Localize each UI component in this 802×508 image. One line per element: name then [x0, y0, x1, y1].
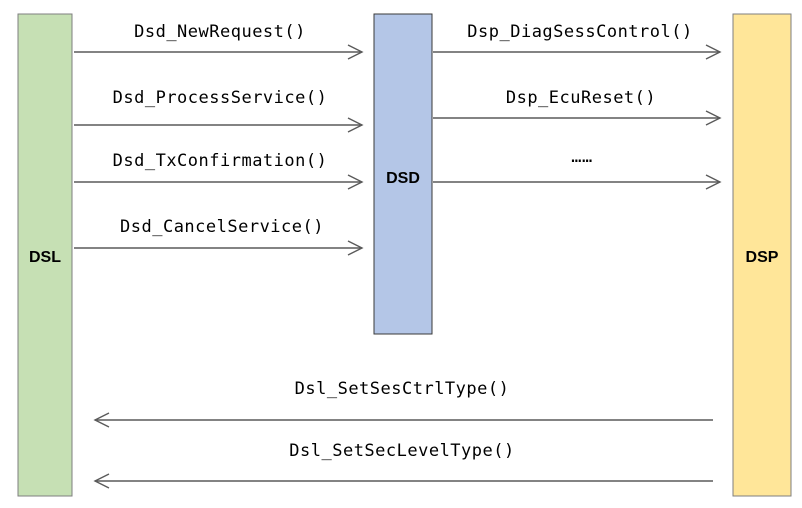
call-label-ellipsis: ……: [571, 147, 592, 167]
dsp-label: DSP: [746, 249, 779, 266]
call-arrow-cancel-service: [74, 240, 364, 256]
call-arrow-tx-confirmation: [74, 174, 364, 190]
dsl-label: DSL: [29, 249, 61, 266]
call-arrow-set-sec-level-type: [93, 473, 713, 489]
dsd-to-dsp-calls: Dsp_DiagSessControl() Dsp_EcuReset() ……: [433, 22, 722, 190]
call-arrow-new-request: [74, 44, 364, 60]
call-arrow-ellipsis: [433, 174, 722, 190]
call-arrow-set-ses-ctrl-type: [93, 412, 713, 428]
dsp-block: DSP: [732, 13, 792, 497]
dsl-block: DSL: [17, 13, 73, 497]
call-arrow-process-service: [74, 117, 364, 133]
dsd-label: DSD: [386, 170, 420, 187]
call-label-new-request: Dsd_NewRequest(): [134, 22, 306, 42]
call-label-ecu-reset: Dsp_EcuReset(): [506, 88, 656, 108]
dsd-block: DSD: [373, 13, 433, 335]
call-label-diag-sess-control: Dsp_DiagSessControl(): [467, 22, 692, 42]
call-label-tx-confirmation: Dsd_TxConfirmation(): [113, 151, 328, 171]
dsp-to-dsl-calls: Dsl_SetSesCtrlType() Dsl_SetSecLevelType…: [93, 379, 713, 489]
call-arrow-ecu-reset: [433, 110, 722, 126]
call-label-set-sec-level-type: Dsl_SetSecLevelType(): [289, 441, 514, 461]
call-label-cancel-service: Dsd_CancelService(): [120, 217, 324, 237]
call-arrow-diag-sess-control: [433, 44, 722, 60]
dsl-to-dsd-calls: Dsd_NewRequest() Dsd_ProcessService() Ds…: [74, 22, 364, 256]
call-label-set-ses-ctrl-type: Dsl_SetSesCtrlType(): [295, 379, 510, 399]
call-label-process-service: Dsd_ProcessService(): [113, 88, 328, 108]
